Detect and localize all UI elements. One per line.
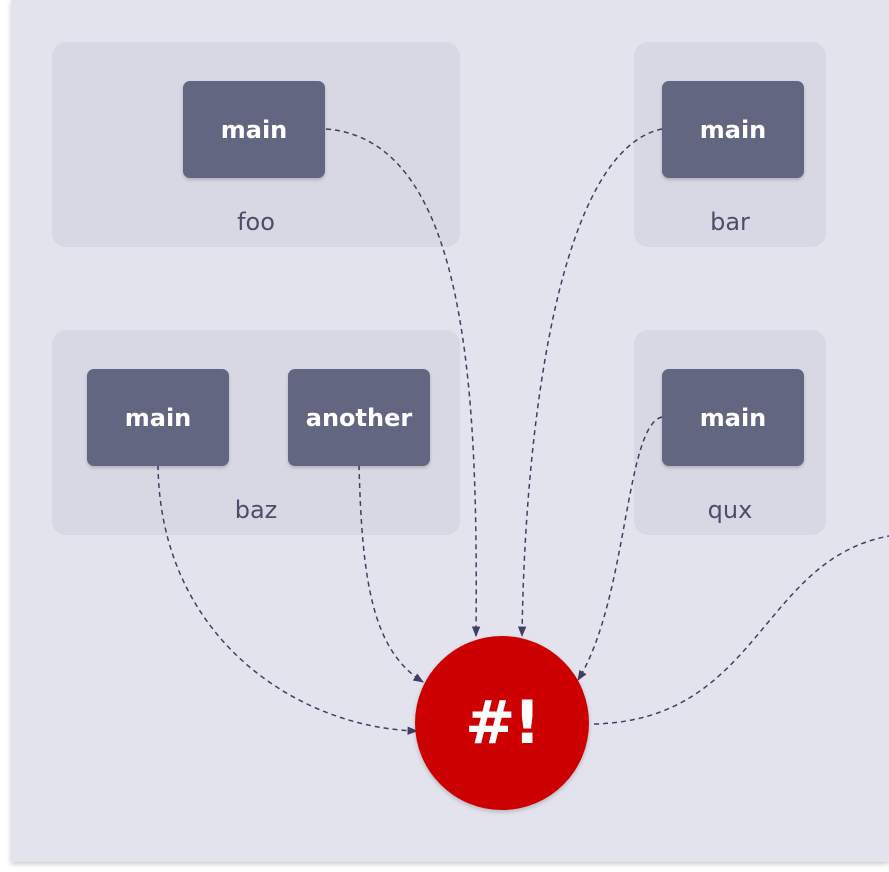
node-baz-main[interactable]: main [87,369,229,466]
node-baz-another[interactable]: another [288,369,430,466]
node-foo-main[interactable]: main [183,81,325,178]
group-label-bar: bar [710,208,750,236]
node-qux-main[interactable]: main [662,369,804,466]
edge-bar-main-to-hub [517,128,663,638]
edge-qux-main-to-hub [577,416,663,681]
group-label-foo: foo [237,208,275,236]
group-label-qux: qux [707,496,753,524]
group-label-baz: baz [234,496,278,524]
edge-hub-to-offscreen [593,535,889,725]
edge-foo-main-to-hub [325,128,481,638]
node-bar-main[interactable]: main [662,81,804,178]
hub-node[interactable]: #! [415,636,589,810]
edge-baz-another-to-hub [358,464,424,683]
edge-baz-main-to-hub [157,464,419,735]
